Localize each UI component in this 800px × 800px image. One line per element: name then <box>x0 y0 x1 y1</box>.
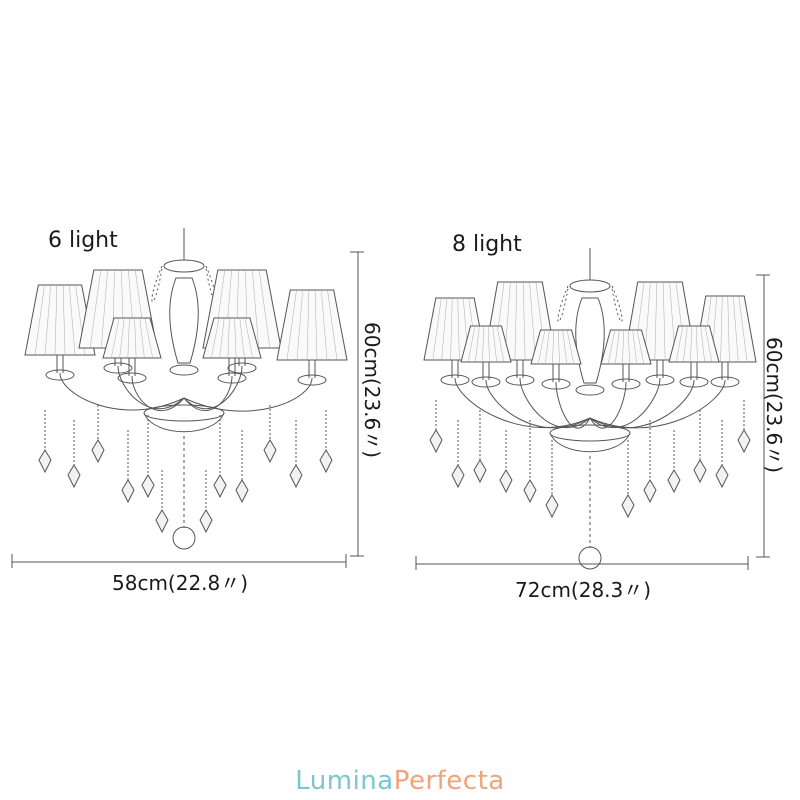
width-label-8-light: 72cm(28.3〃) <box>515 578 652 602</box>
height-label-6-light: 60cm(23.6〃) <box>360 322 384 459</box>
brand-logo: LuminaPerfecta <box>0 766 800 796</box>
height-label-8-light: 60cm(23.6〃) <box>762 337 786 474</box>
variant-label-6-light: 6 light <box>48 228 118 253</box>
width-dimension-line-6 <box>11 554 347 568</box>
height-dimension-line-6 <box>350 251 364 557</box>
chandelier-6-light-image <box>24 228 348 550</box>
height-dimension-line-8 <box>756 274 770 558</box>
brand-logo-part-2: Perfecta <box>393 766 505 796</box>
chandelier-8-light-image <box>423 248 757 570</box>
variant-label-8-light: 8 light <box>452 232 522 257</box>
width-dimension-line-8 <box>415 556 749 570</box>
brand-logo-part-1: Lumina <box>295 766 394 796</box>
width-label-6-light: 58cm(22.8〃) <box>112 571 249 595</box>
